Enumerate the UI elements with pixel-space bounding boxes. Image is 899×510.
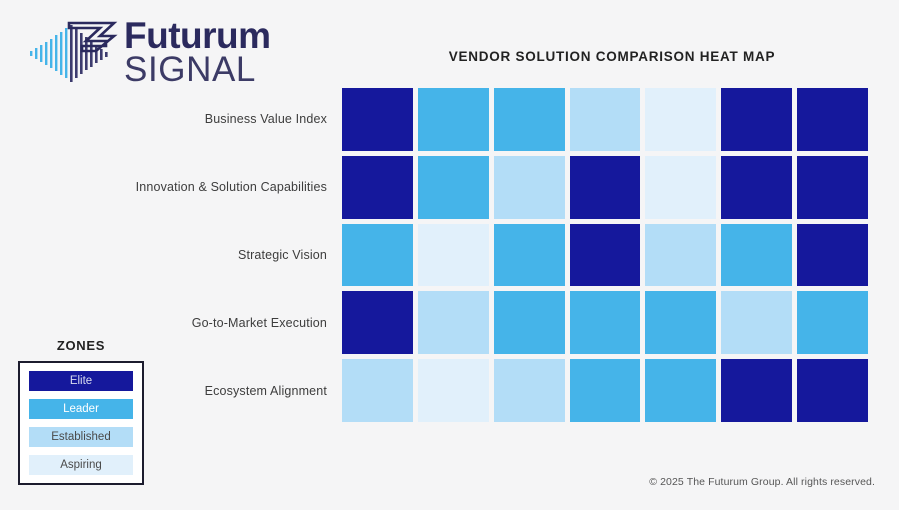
heatmap-row: Go-to-Market Execution [130, 291, 869, 355]
heatmap-cell[interactable] [721, 223, 793, 287]
signal-wave-flag-icon [30, 21, 118, 82]
heatmap-row: Business Value Index [130, 88, 869, 151]
chart-title: VENDOR SOLUTION COMPARISON HEAT MAP [448, 49, 776, 64]
legend-item[interactable]: Leader [29, 399, 133, 419]
heatmap-cell[interactable] [342, 88, 413, 151]
heatmap-row-label: Business Value Index [204, 112, 327, 127]
heatmap-row-cells [342, 223, 869, 287]
brand-name-secondary: SIGNAL [124, 49, 256, 89]
heatmap-cell[interactable] [797, 359, 869, 422]
heatmap-cell[interactable] [797, 88, 869, 151]
heatmap-row-cells [342, 359, 869, 422]
heatmap-row-label: Strategic Vision [237, 247, 327, 262]
heatmap-row: Strategic Vision [130, 223, 869, 287]
heatmap-row: Ecosystem Alignment [130, 359, 869, 422]
heatmap-cell[interactable] [417, 223, 489, 287]
heatmap-cell[interactable] [417, 359, 489, 422]
heatmap-cell[interactable] [342, 291, 413, 355]
heatmap-cell[interactable] [721, 291, 793, 355]
legend-item[interactable]: Aspiring [29, 455, 133, 475]
heatmap-cell[interactable] [569, 88, 641, 151]
heatmap-cell[interactable] [645, 291, 717, 355]
heatmap-cell[interactable] [645, 88, 717, 151]
heatmap-cell[interactable] [342, 223, 413, 287]
heatmap-cell[interactable] [569, 223, 641, 287]
heatmap-cell[interactable] [493, 359, 565, 422]
heatmap-row: Innovation & Solution Capabilities [130, 155, 869, 219]
heatmap-cell[interactable] [417, 155, 489, 219]
heatmap-cell[interactable] [569, 291, 641, 355]
footer-copyright: © 2025 The Futurum Group. All rights res… [649, 476, 875, 488]
brand-logo: Futurum SIGNAL [22, 14, 322, 92]
heatmap-row-cells [342, 155, 869, 219]
heatmap-cell[interactable] [493, 88, 565, 151]
heatmap-cell[interactable] [721, 155, 793, 219]
heatmap-cell[interactable] [797, 223, 869, 287]
heatmap-row-cells [342, 88, 869, 151]
heatmap-cell[interactable] [569, 155, 641, 219]
heatmap-cell[interactable] [493, 155, 565, 219]
heatmap-cell[interactable] [797, 155, 869, 219]
heatmap-cell[interactable] [645, 155, 717, 219]
heatmap-cell[interactable] [493, 223, 565, 287]
heatmap-cell[interactable] [721, 359, 793, 422]
heatmap-row-label: Innovation & Solution Capabilities [135, 180, 327, 195]
heatmap-cell[interactable] [342, 359, 413, 422]
legend-item[interactable]: Established [29, 427, 133, 447]
legend-title: ZONES [56, 338, 106, 353]
heatmap-cell[interactable] [493, 291, 565, 355]
heatmap-cell[interactable] [645, 359, 717, 422]
heatmap-row-label: Ecosystem Alignment [204, 383, 327, 398]
heatmap-row-cells [342, 291, 869, 355]
heatmap-cell[interactable] [569, 359, 641, 422]
brand-wordmark: Futurum SIGNAL [124, 15, 271, 89]
heatmap-cell[interactable] [721, 88, 793, 151]
heatmap-row-label: Go-to-Market Execution [191, 315, 327, 330]
heatmap-cell[interactable] [417, 88, 489, 151]
heatmap-cell[interactable] [342, 155, 413, 219]
heatmap-cell[interactable] [797, 291, 869, 355]
heatmap-cell[interactable] [645, 223, 717, 287]
heatmap-cell[interactable] [417, 291, 489, 355]
brand-name-primary: Futurum [124, 15, 271, 57]
legend-item[interactable]: Elite [29, 371, 133, 391]
